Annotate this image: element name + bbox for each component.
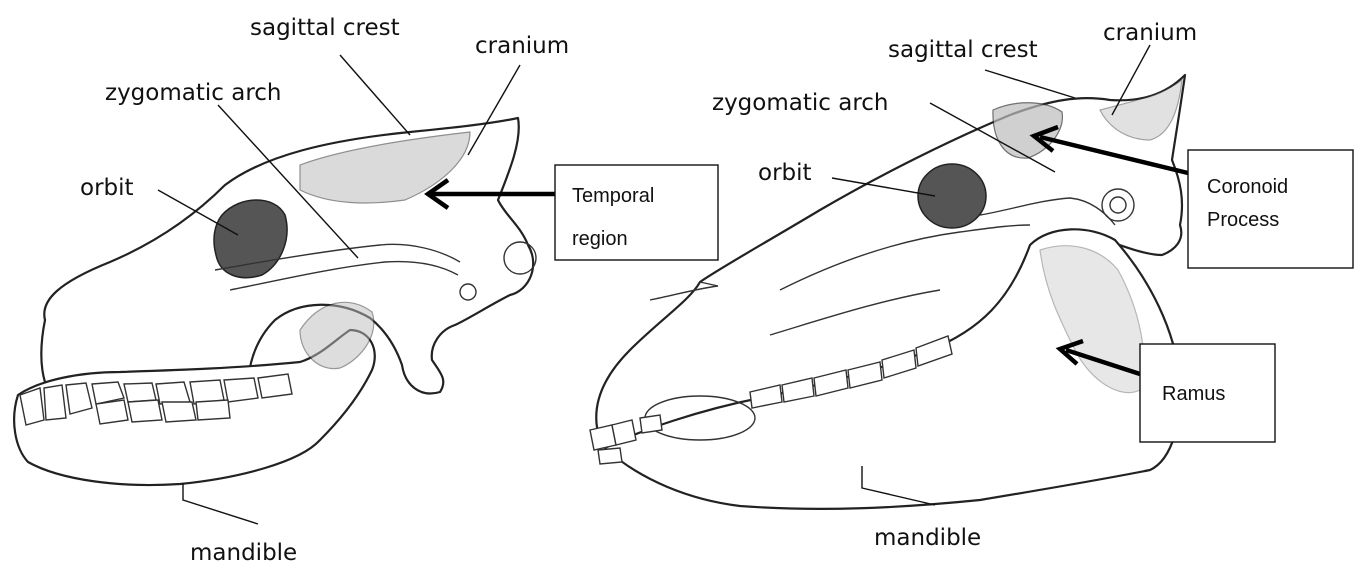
right-orbit-shape bbox=[918, 164, 986, 228]
left-label-orbit: orbit bbox=[80, 175, 134, 201]
ramus-text: Ramus bbox=[1162, 383, 1225, 405]
temporal-region-text-line2: region bbox=[572, 228, 628, 250]
left-label-mandible: mandible bbox=[190, 540, 297, 566]
temporal-region-text-line1: Temporal bbox=[572, 185, 654, 207]
right-label-mandible: mandible bbox=[874, 525, 981, 551]
left-label-zygomatic-arch: zygomatic arch bbox=[105, 80, 282, 106]
left-skull-drawing bbox=[14, 118, 536, 485]
left-label-sagittal-crest: sagittal crest bbox=[250, 15, 400, 41]
coronoid-process-text-line2: Process bbox=[1207, 209, 1279, 231]
coronoid-process-text-line1: Coronoid bbox=[1207, 176, 1288, 198]
right-label-cranium: cranium bbox=[1103, 20, 1197, 46]
right-label-orbit: orbit bbox=[758, 160, 812, 186]
left-label-cranium: cranium bbox=[475, 33, 569, 59]
right-skull-drawing bbox=[590, 75, 1185, 509]
right-label-sagittal-crest: sagittal crest bbox=[888, 37, 1038, 63]
right-label-zygomatic-arch: zygomatic arch bbox=[712, 90, 889, 116]
